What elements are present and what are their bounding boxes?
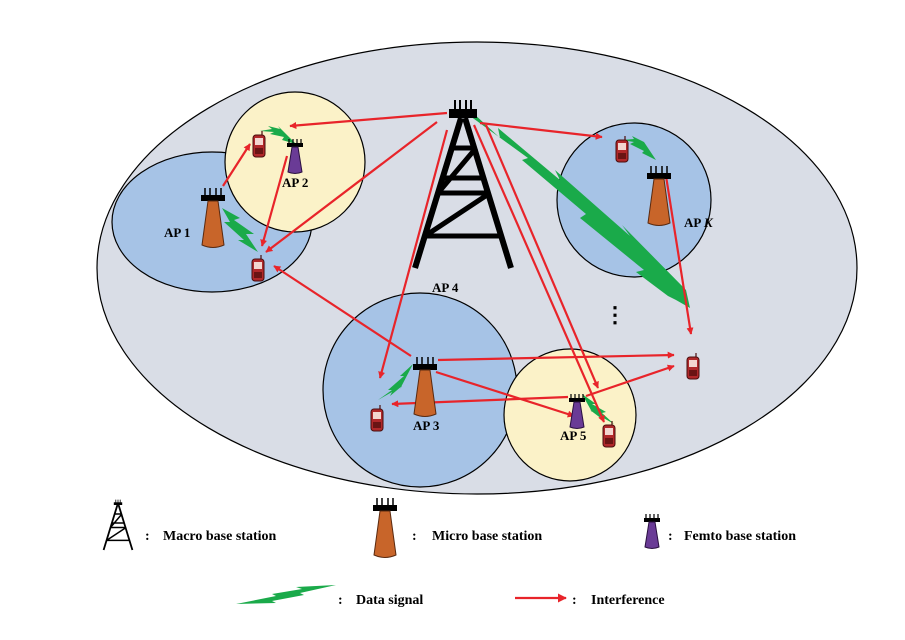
interference-ap3-to-apk-user — [437, 351, 675, 362]
interference-ap5-to-apk-user — [585, 364, 675, 398]
legend-macro-label: Macro base station — [163, 529, 276, 544]
legend-femto-label: Femto base station — [684, 529, 796, 544]
apk-coverage-area — [556, 122, 712, 278]
interference-ap4-to-ap5 — [484, 124, 600, 389]
user-device-ap5 — [602, 420, 616, 448]
interference-ap2-to-ap1-user — [260, 155, 289, 247]
legend-data-colon: : — [338, 593, 343, 608]
interference-ap3-to-ap1-user — [273, 265, 412, 357]
ap5-label: AP 5 — [560, 428, 587, 443]
interference-ap3-to-ap5-user — [435, 370, 575, 418]
user-device-ap1 — [251, 254, 265, 282]
legend-data-signal-icon — [236, 585, 336, 604]
interference-apk-to-user — [664, 175, 694, 335]
legend-femto-icon — [643, 513, 661, 550]
ap1-label: AP 1 — [164, 225, 190, 240]
ap2-label: AP 2 — [282, 175, 308, 190]
data-signal-ap3-to-user — [378, 364, 413, 400]
interference-ap4-to-apk-user — [479, 121, 603, 140]
user-device-apk — [615, 135, 629, 163]
interference-ap4-to-ap3-user — [378, 129, 449, 379]
legend-micro-label: Micro base station — [432, 529, 542, 544]
legend-interference-label: Interference — [591, 593, 665, 608]
data-signal-ap4-to-user — [470, 112, 690, 308]
interference-ap4-to-ap2-user — [289, 111, 448, 129]
ap3-label: AP 3 — [413, 418, 440, 433]
legend-femto-colon: : — [668, 529, 673, 544]
legend-micro-icon — [372, 497, 398, 559]
legend-micro-colon: : — [412, 529, 417, 544]
user-device-ap3 — [370, 404, 384, 432]
apk-label: AP K — [684, 215, 714, 230]
data-signal-ap2-to-user — [260, 126, 296, 144]
interference-ap4-to-ap5-user — [472, 124, 606, 423]
legend-interference-colon: : — [572, 593, 577, 608]
user-device-ap2 — [252, 130, 266, 158]
legend-data-label: Data signal — [356, 593, 423, 608]
interference-ap4-to-ap1-user — [265, 121, 438, 253]
data-signal-ap1-to-user — [222, 208, 258, 252]
legend-macro-icon — [102, 498, 134, 551]
interference-ap1-to-ap2-user — [222, 143, 251, 187]
legend-macro-colon: : — [145, 529, 150, 544]
user-device-edge — [686, 352, 700, 380]
legend: : Macro base station : Micro base statio… — [102, 497, 796, 608]
more-aps-ellipsis: ⋮ — [604, 302, 626, 327]
ap4-label: AP 4 — [432, 280, 459, 295]
data-signal-apk-to-user — [622, 136, 656, 160]
